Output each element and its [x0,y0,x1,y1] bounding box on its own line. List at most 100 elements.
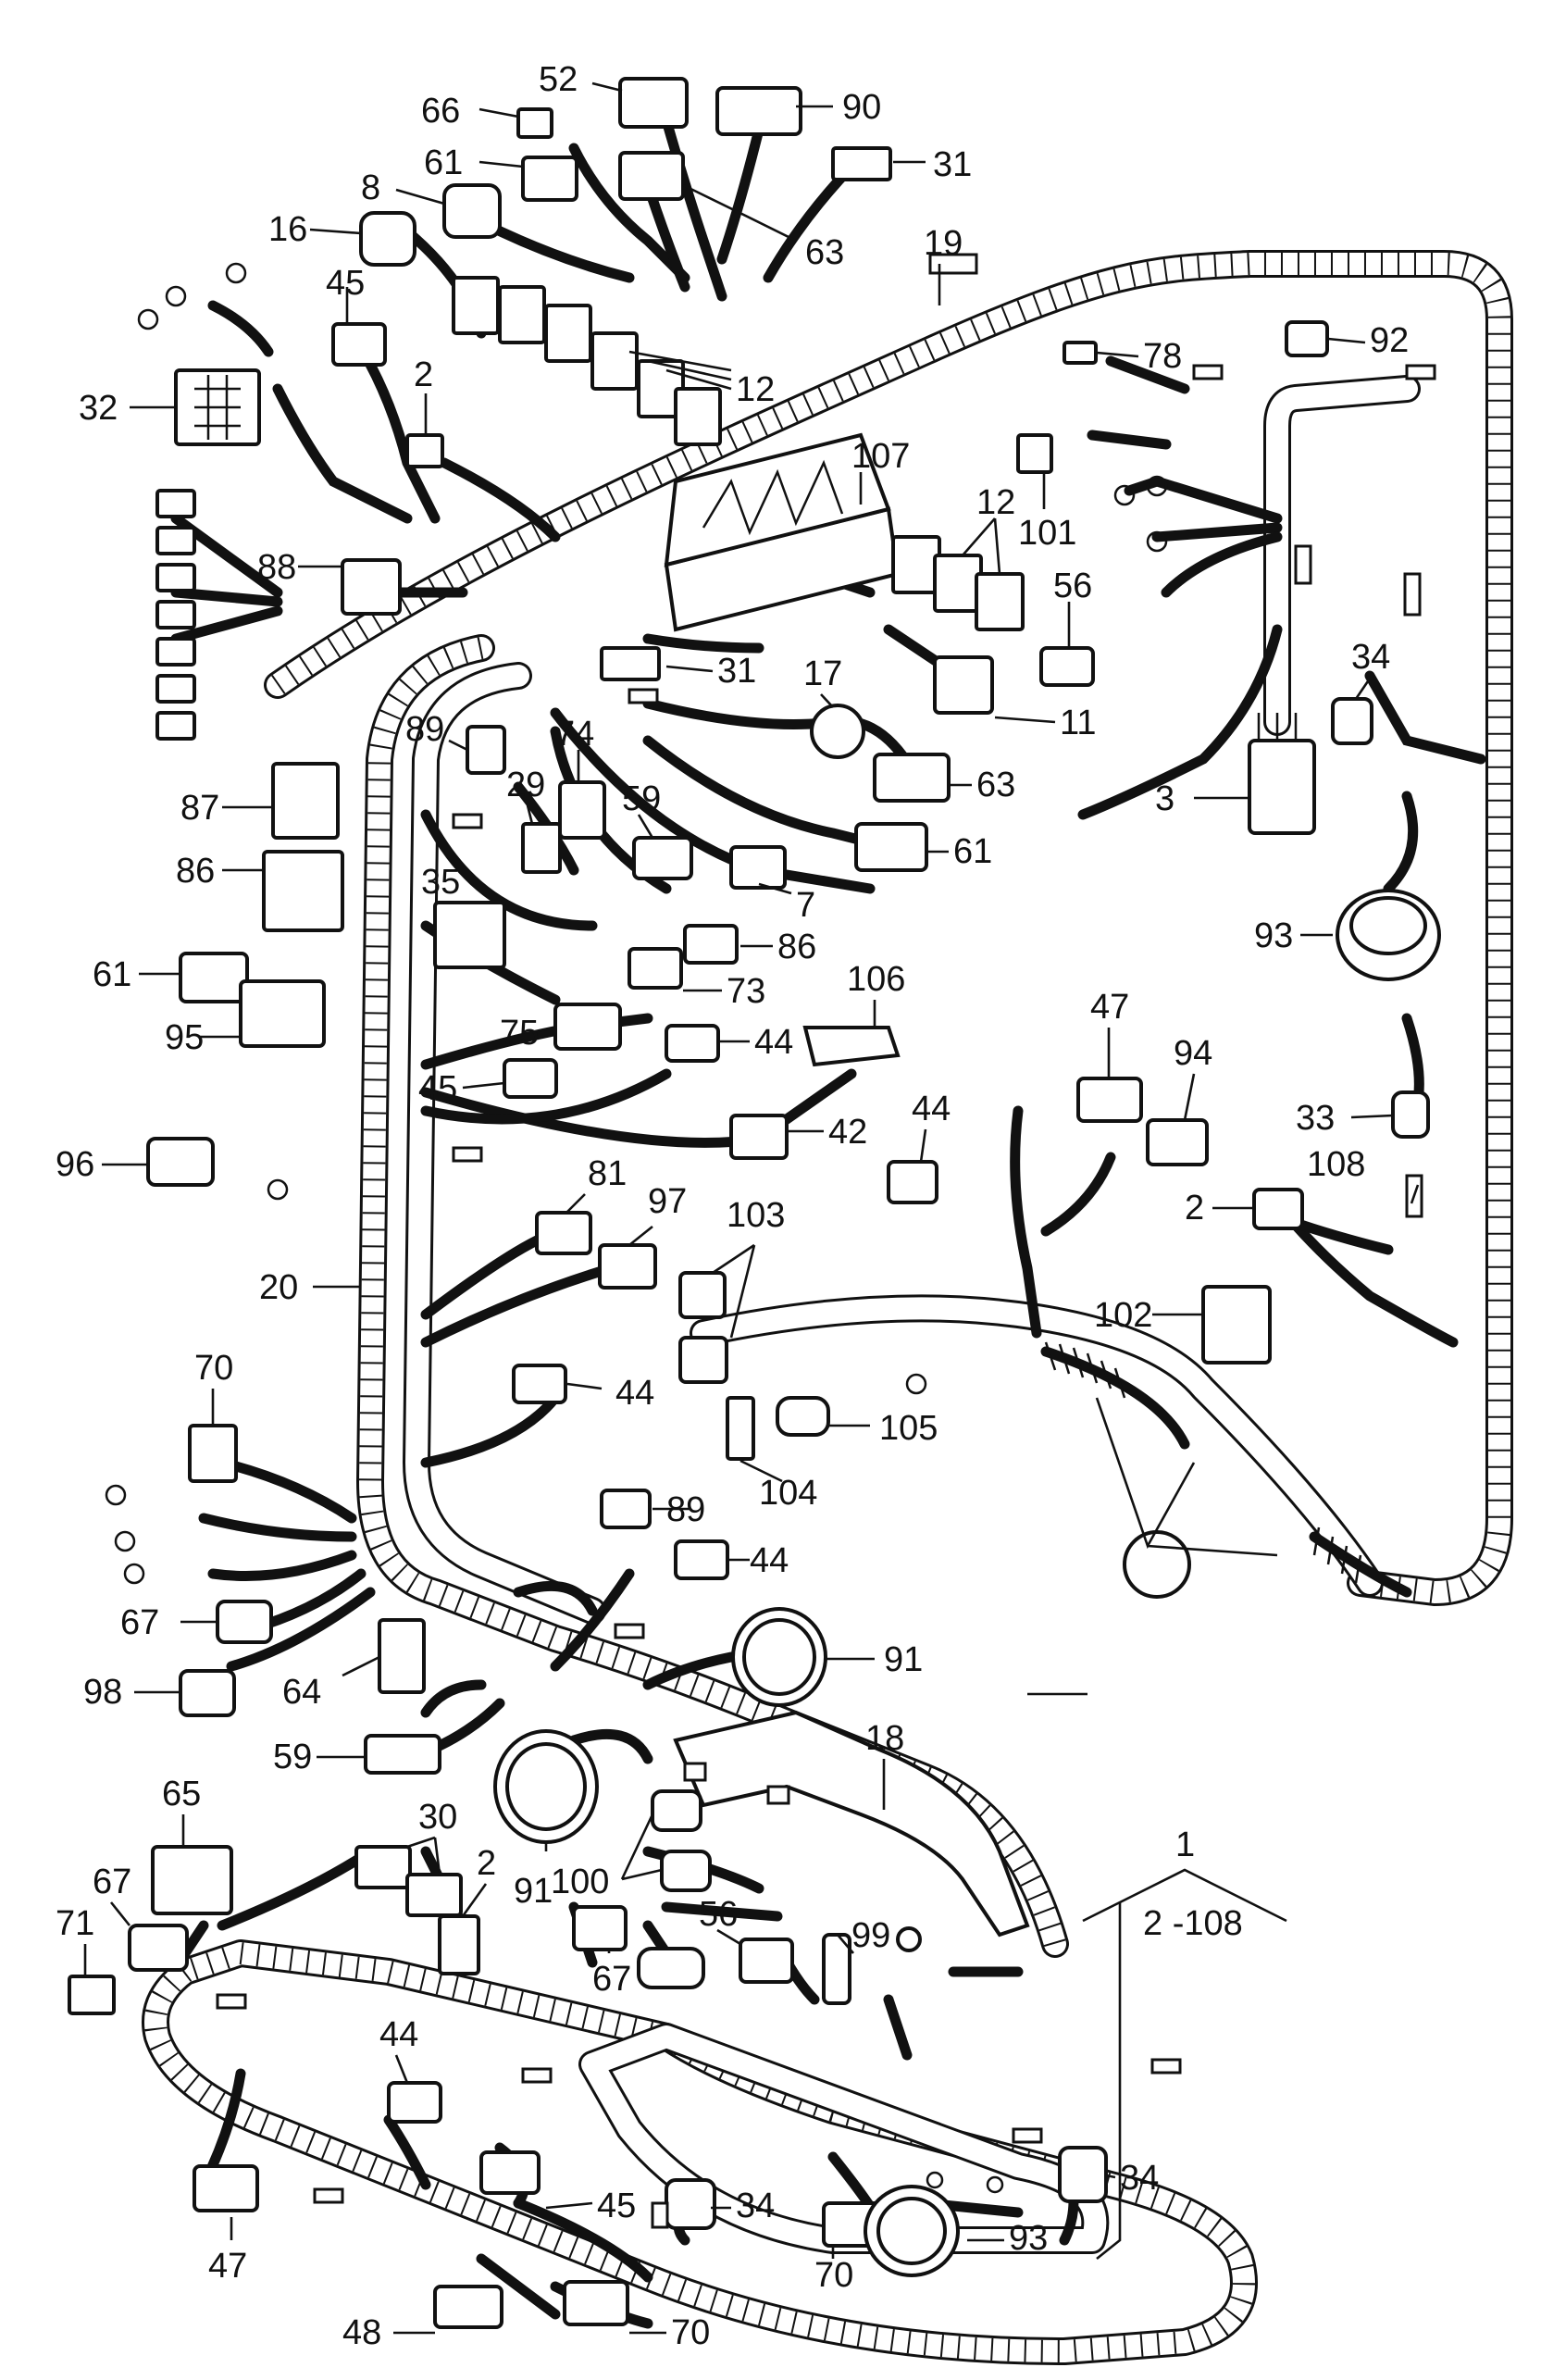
callout-97: 97 [648,1182,687,1221]
connector-44-right [887,1160,938,1204]
connector-70-left [188,1424,238,1483]
callout-96: 96 [56,1145,94,1184]
connector-63-right [873,753,951,803]
connector-48 [433,2285,503,2329]
connector-103b [678,1336,728,1384]
callout-30: 30 [418,1798,457,1837]
connector-45-top [331,322,387,367]
connector-89-low [600,1489,652,1529]
callout-33: 33 [1296,1099,1335,1138]
connector-16 [359,211,416,267]
callout-3: 3 [1155,779,1174,818]
callout-74: 74 [555,715,594,754]
connector-44-bottom [387,2081,442,2124]
connector-35 [433,901,506,969]
connector-98 [179,1669,236,1717]
connector-106 [802,1026,901,1067]
connector-52 [618,77,689,129]
callout-44: 44 [750,1541,789,1580]
connector-3 [1248,739,1316,835]
callout-35: 35 [421,863,460,902]
connector-67-mid [572,1905,628,1951]
callout-70: 70 [671,2313,710,2352]
wire-branches [170,115,1486,2329]
component-cylinder [637,1947,705,1989]
connector-8 [442,183,502,239]
main-harness [142,250,1513,2365]
callout-29: 29 [506,766,545,804]
callout-32: 32 [79,389,118,428]
assembly-range: 2 -108 [1143,1904,1243,1943]
callout-95: 95 [165,1018,204,1057]
connector-47-bottom [193,2164,259,2212]
connector-34-right [1058,2146,1108,2203]
callout-91: 91 [514,1872,553,1911]
callout-34: 34 [1351,638,1390,677]
connector-67-bottom [128,1924,189,1972]
connector-34-bottom [665,2178,716,2230]
connector-2-right [1252,1188,1304,1230]
connector-88 [341,558,402,616]
connector-61-top [521,156,578,202]
ring-terminals [105,262,1168,2194]
connector-61-left [179,952,249,1003]
callout-87: 87 [180,789,219,828]
connector-90 [715,86,802,136]
callout-86: 86 [176,852,215,891]
callout-78: 78 [1143,337,1182,376]
callout-45: 45 [418,1069,457,1108]
connector-78 [1063,341,1098,365]
callout-71: 71 [56,1904,94,1943]
callout-103: 103 [727,1196,785,1235]
callout-61: 61 [93,955,131,994]
connector-103a [678,1271,727,1319]
callout-90: 90 [842,88,881,127]
callout-19: 19 [924,224,963,263]
connector-89-top [466,725,506,775]
callout-20: 20 [259,1268,298,1307]
connector-59-low [364,1734,441,1775]
callout-61: 61 [424,143,463,182]
callout-12: 12 [736,370,775,409]
callout-34: 34 [1120,2159,1159,2198]
callout-2: 2 [1185,1189,1204,1227]
callout-52: 52 [539,60,578,99]
connector-11 [933,655,994,715]
connector-29 [521,822,562,874]
relay-12c [975,572,1025,631]
connector-94 [1146,1118,1209,1166]
callout-12: 12 [976,483,1015,522]
connector-63-top [618,151,685,201]
connector-45-bottom [479,2150,541,2195]
relay-block-12 [452,276,732,446]
callout-93: 93 [1254,916,1293,955]
callout-17: 17 [803,654,842,693]
connector-101 [1016,433,1053,474]
callout-31: 31 [933,145,972,184]
connector-56-top [1039,646,1095,687]
callout-98: 98 [83,1673,122,1712]
connector-34-top [1331,697,1373,745]
callout-44: 44 [912,1090,951,1128]
connector-61-right [854,822,928,872]
connector-31-top [831,146,892,181]
callout-2: 2 [477,1844,496,1883]
mounting-clips [216,253,1436,2229]
callout-59: 59 [622,779,661,818]
callout-7: 7 [796,886,815,925]
callout-94: 94 [1174,1034,1212,1073]
callout-42: 42 [828,1113,867,1152]
connector-31-mid [600,646,661,681]
connector-44-mid [665,1024,720,1063]
connector-64 [378,1618,426,1694]
callout-67: 67 [592,1960,631,1999]
callout-91: 91 [884,1640,923,1679]
connector-86-left [262,850,344,932]
callout-88: 88 [257,548,296,587]
connector-2-top [405,433,444,468]
callout-75: 75 [500,1014,539,1053]
callout-45: 45 [597,2187,636,2225]
connector-44-low [512,1364,567,1404]
callout-63: 63 [805,233,844,272]
